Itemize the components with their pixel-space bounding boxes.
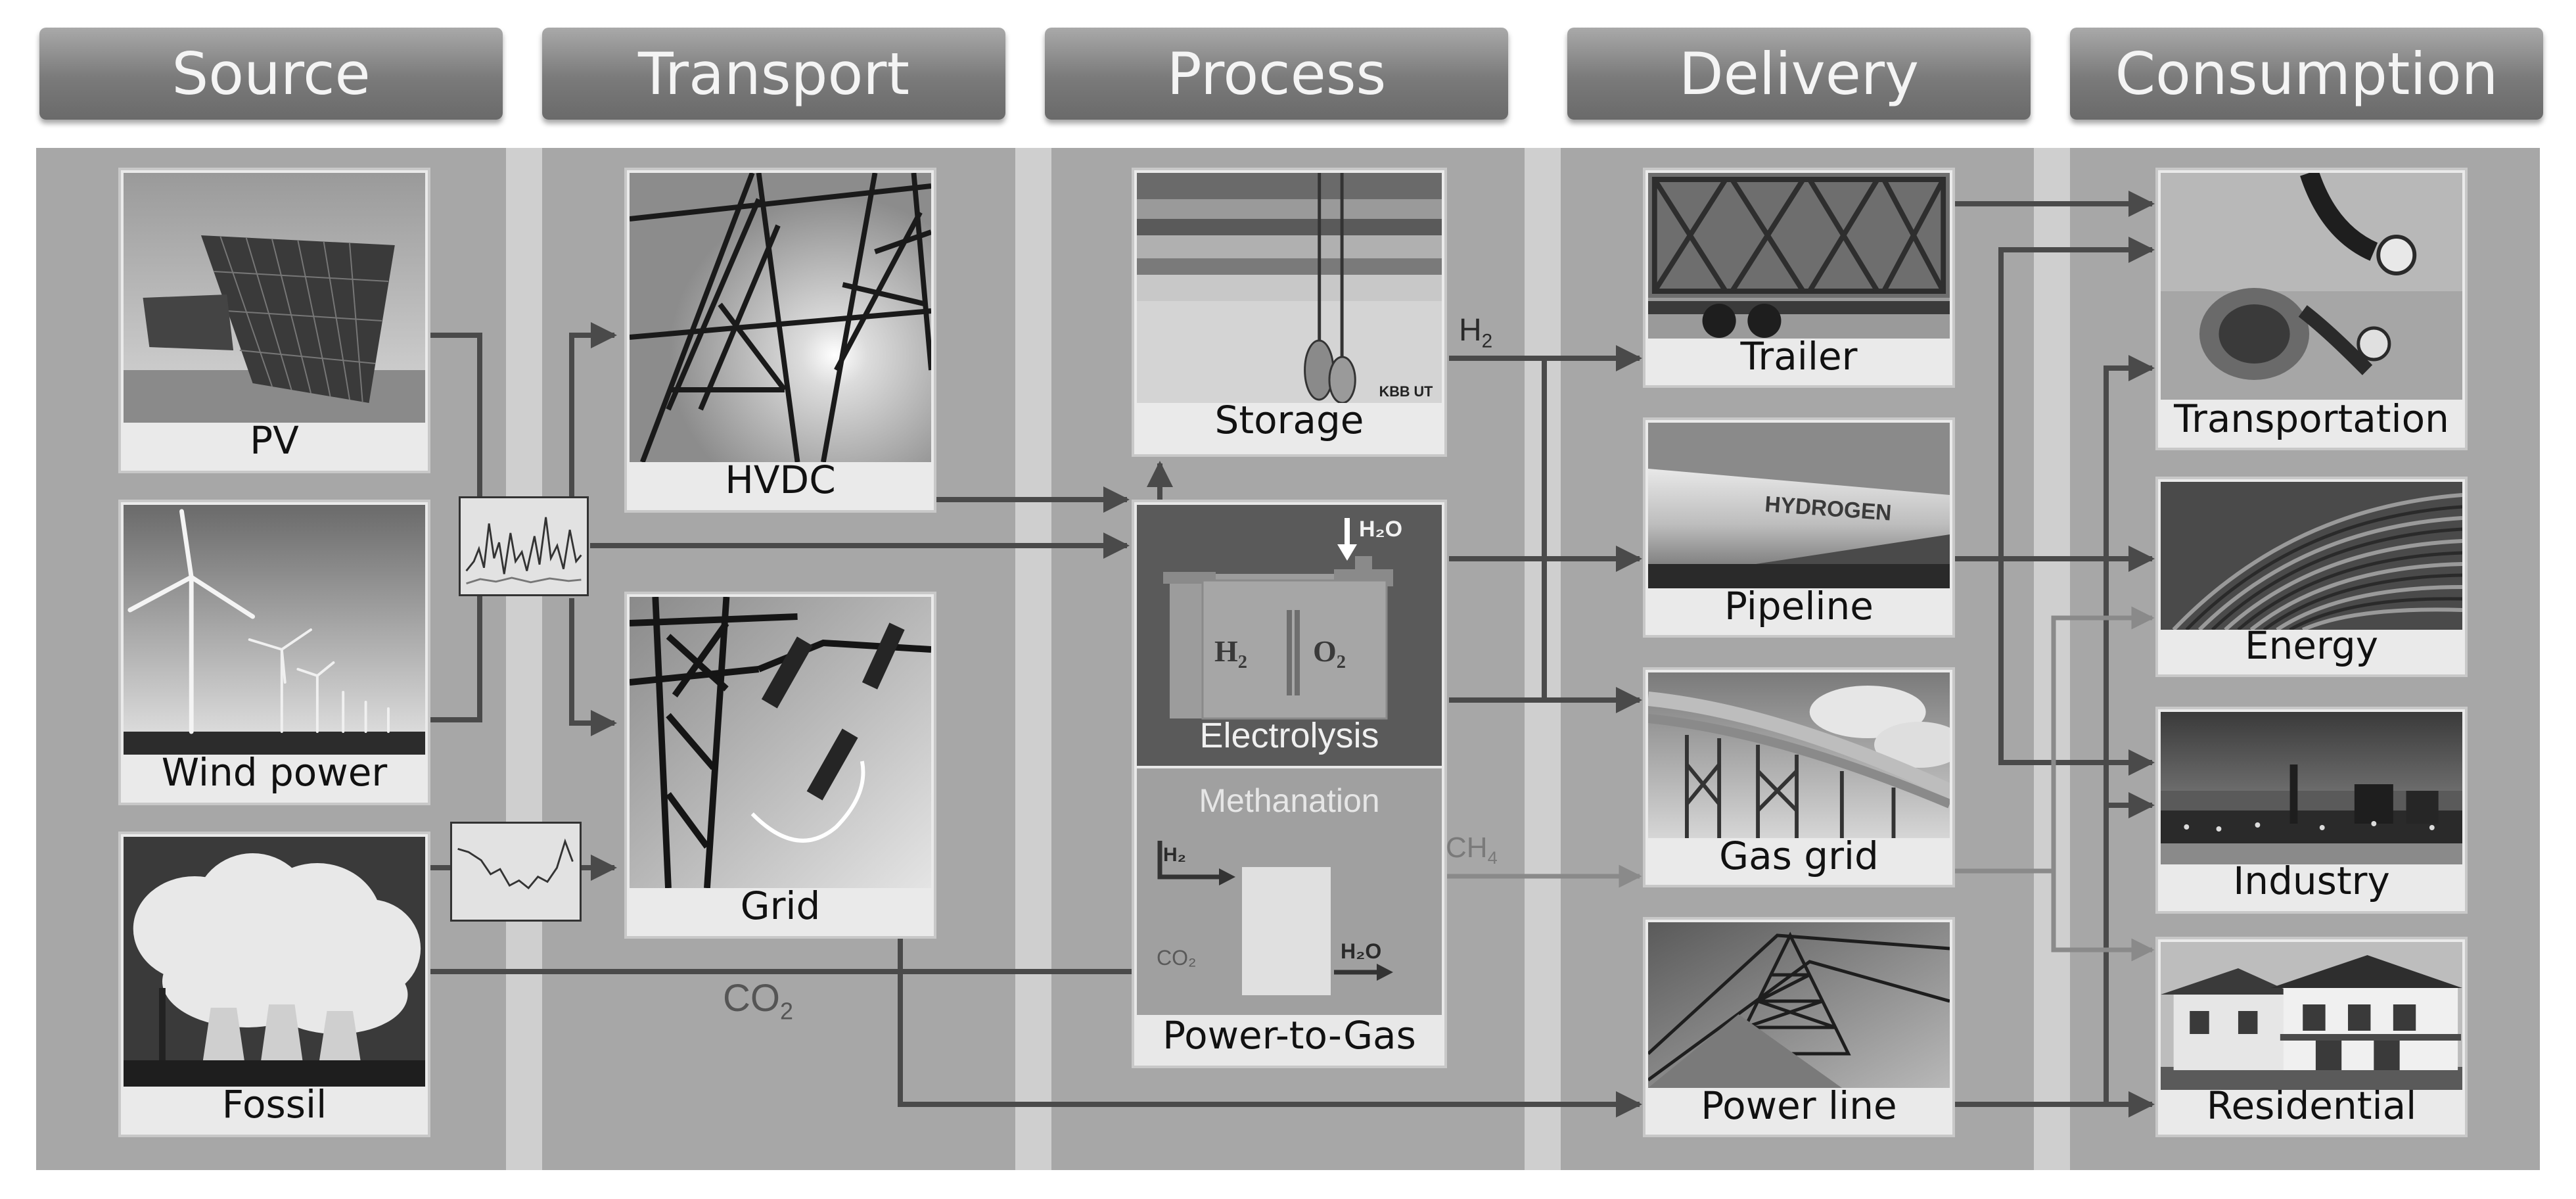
arrow-gasgrid-to-residential [2051,871,2155,962]
electrolysis-o2-label: O2 [1313,634,1346,673]
powerline-bus [2104,355,2155,1104]
grid-card: Grid [624,592,936,939]
arrow-to-grid [569,598,617,736]
transmission-tower-icon [630,173,931,462]
power-to-gas-card: H₂O H2 O2 Electrolysis Methanation H₂ CO… [1132,500,1447,1068]
house-icon [2161,942,2462,1090]
methanation-co2-label: CO₂ [1157,946,1197,970]
pv-label: PV [250,418,299,463]
fossil-load-chart-icon [450,822,582,922]
industry-card: Industry [2155,707,2468,914]
header-consumption: Consumption [2070,28,2543,120]
grid-label: Grid [740,883,821,928]
band-gap [1015,148,1051,1170]
arrow-grid-to-powerline [898,939,1642,1117]
power-line-card: Power line [1643,917,1955,1137]
pipeline-card: HYDROGEN Pipeline [1643,417,1955,638]
wind-card: Wind power [118,500,430,805]
industrial-plant-icon [2161,712,2462,864]
ch4-flow-label: CH4 [1446,832,1498,868]
transportation-label: Transportation [2174,396,2449,441]
power-to-gas-label: Power-to-Gas [1162,1013,1416,1058]
wind-turbine-icon [124,505,425,755]
residential-card: Residential [2155,937,2468,1137]
pipeline-label: Pipeline [1724,584,1874,628]
electrolysis-label: Electrolysis [1199,716,1379,755]
storage-watermark: KBB UT [1379,383,1433,400]
methanation-label: Methanation [1199,782,1380,819]
header-process-label: Process [1166,39,1387,108]
arrow-to-hvdc [569,322,617,496]
header-process: Process [1045,28,1508,120]
arrow-wind-out [430,595,482,722]
energy-card: Energy [2155,477,2468,677]
header-transport-label: Transport [638,39,909,108]
power-line-tower-icon [1648,922,1950,1088]
turbine-blades-icon [2161,482,2462,630]
power-plant-icon [124,837,425,1087]
transportation-card: Transportation [2155,168,2468,450]
hydrogen-trailer-icon [1648,173,1950,339]
solar-panel-icon [124,173,425,423]
high-voltage-insulator-icon [630,597,931,888]
pipeline-bus [1998,559,2155,776]
hvdc-label: HVDC [725,458,836,502]
pv-card: PV [118,168,430,473]
hvdc-card: HVDC [624,168,936,513]
header-delivery-label: Delivery [1678,39,1920,108]
co2-flow-label: CO2 [723,977,793,1025]
header-delivery: Delivery [1567,28,2031,120]
industry-label: Industry [2233,858,2390,903]
pipeline-bus-up [1998,237,2155,559]
fossil-card: Fossil [118,832,430,1137]
header-transport: Transport [542,28,1005,120]
energy-label: Energy [2244,623,2379,668]
methanation-h2o-label: H₂O [1341,939,1382,963]
methanation-box: Methanation H₂ CO₂ H₂O [1137,768,1442,1015]
methanation-h2-label: H₂ [1163,844,1186,866]
electrolysis-box: H₂O H2 O2 Electrolysis [1137,505,1442,766]
header-consumption-label: Consumption [2115,39,2498,108]
gas-grid-label: Gas grid [1719,834,1879,878]
header-source-label: Source [172,39,371,108]
aggregated-power-chart-icon [459,496,589,596]
band-gap [506,148,542,1170]
gas-grid-card: Gas grid [1643,667,1955,887]
residential-label: Residential [2206,1083,2417,1128]
underground-storage-icon: KBB UT [1137,173,1442,403]
gas-pipeline-bridge-icon [1648,672,1950,838]
storage-card: KBB UT Storage [1132,168,1447,457]
fuel-nozzle-icon [2161,173,2462,400]
arrow-pv-out [430,333,482,496]
h2-flow-label: H2 [1459,313,1493,352]
hydrogen-pipeline-icon: HYDROGEN [1648,423,1950,588]
trailer-card: Trailer [1643,168,1955,388]
header-source: Source [39,28,503,120]
h2o-input-label: H₂O [1359,517,1403,542]
fossil-label: Fossil [221,1082,327,1127]
storage-label: Storage [1214,398,1364,442]
trailer-label: Trailer [1740,334,1858,379]
wind-label: Wind power [161,750,388,795]
arrow-gasgrid-out [1955,606,2155,874]
power-line-label: Power line [1701,1083,1897,1128]
electrolysis-h2-label: H2 [1214,634,1248,673]
